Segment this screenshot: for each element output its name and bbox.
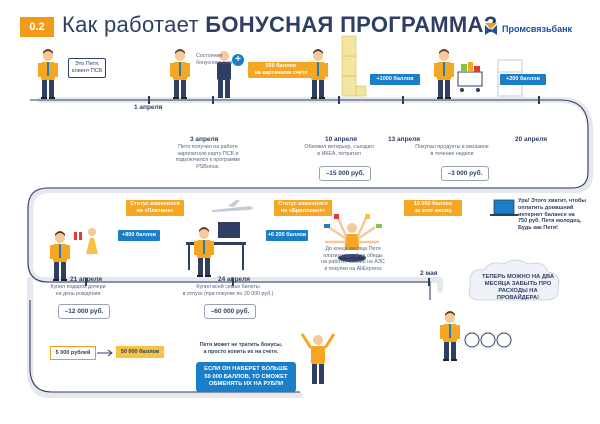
amount-apr-21: –12 000 руб.	[58, 304, 110, 319]
date-apr-24: 24 апреля	[218, 276, 251, 283]
brand-logo: Промсвязьбанк	[484, 22, 572, 36]
caption-apr-3: Петя получил на работе зарплатную карту …	[175, 144, 241, 170]
points-box: 50 000 баллов	[116, 346, 164, 358]
status-tag-platinum: Статус изменился на «Платина»	[126, 200, 184, 216]
plane-icon	[212, 200, 254, 212]
bonus-tag-apr-24: +6 200 баллов	[266, 230, 308, 241]
date-apr-20: 20 апреля	[515, 136, 548, 143]
caption-apr-21: Купил подарок дочери на день рождения	[50, 284, 106, 297]
cloud-note: ТЕПЕРЬ МОЖНО НА ДВА МЕСЯЦА ЗАБЫТЬ ПРО РА…	[481, 274, 555, 301]
boxes-stack	[341, 35, 367, 97]
bank-clerk-figure	[217, 51, 231, 98]
cloud-shape	[468, 259, 560, 301]
section-badge: 0.2	[20, 17, 54, 37]
caption-may-2: До конца месяца Петя платил картой за об…	[321, 246, 385, 272]
router-icon	[464, 332, 512, 348]
cheering-petya	[300, 333, 336, 384]
multi-armed-petya	[324, 214, 382, 262]
caption-apr-13: Покупал продукты в магазине в течение не…	[415, 144, 489, 157]
bonus-tag-apr-21: +800 баллов	[118, 230, 160, 241]
page-title: Как работает БОНУСНАЯ ПРОГРАММА?	[62, 12, 497, 38]
petya-figure-2	[170, 49, 190, 99]
date-apr-3: 3 апреля	[190, 136, 219, 143]
exchange-arrow	[97, 349, 113, 357]
petya-figure-1	[38, 49, 58, 99]
date-apr-21: 21 апреля	[70, 276, 103, 283]
petya-figure-6	[194, 227, 214, 277]
date-may-2: 2 мая	[420, 270, 438, 277]
page-title-bold: БОНУСНАЯ ПРОГРАММА?	[205, 12, 498, 37]
date-apr-10: 10 апреля	[325, 136, 358, 143]
amount-apr-10: –15 000 руб.	[319, 166, 371, 181]
account-label: Состояние бонусного счета	[196, 53, 236, 66]
gift-icon	[74, 232, 82, 240]
intro-speech-bubble: Это Петя, клиент ПСБ	[68, 58, 107, 78]
caption-apr-10: Обновил интерьер, съездил в ИКЕА, потрат…	[304, 144, 374, 157]
psb-logo-icon	[485, 23, 497, 35]
status-tag-brilliant: Статус изменился на «Бриллиант»	[274, 200, 332, 216]
amount-apr-13: –3 000 руб.	[441, 166, 489, 181]
bonus-tag-apr-20: +200 баллов	[500, 74, 546, 85]
desk-workplace	[186, 222, 246, 270]
laptop-icon	[490, 199, 518, 216]
bonus-tag-may: 10 000 баллов за этот месяц	[404, 200, 462, 216]
daughter-figure	[86, 228, 98, 254]
plus-icon: +	[232, 54, 244, 66]
page-title-normal: Как работает	[62, 12, 206, 37]
caption-apr-24: Купил всей семье билеты в отпуск (при по…	[182, 284, 274, 297]
amount-apr-24: –60 000 руб.	[204, 304, 256, 319]
save-note: Петя может не тратить бонусы, а просто к…	[199, 342, 283, 355]
petya-figure-4	[434, 49, 454, 99]
petya-figure-7	[440, 311, 460, 361]
date-apr-13: 13 апреля	[388, 136, 421, 143]
laptop-note: Ура! Этого хватит, чтобы оплатить домашн…	[518, 198, 587, 232]
petya-figure-5	[50, 231, 70, 281]
account-value-badge: 500 баллов на карточном счете	[248, 62, 314, 78]
shopping-cart	[457, 62, 483, 92]
rub-box: 5 000 рублей	[50, 346, 96, 360]
bonus-tag-apr-10: +1000 баллов	[370, 74, 420, 85]
exchange-note: ЕСЛИ ОН НАБЕРЕТ БОЛЬШЕ 50 000 БАЛЛОВ, ТО…	[196, 362, 296, 392]
brand-name: Промсвязьбанк	[502, 24, 573, 34]
date-apr-1: 1 апреля	[134, 104, 163, 111]
